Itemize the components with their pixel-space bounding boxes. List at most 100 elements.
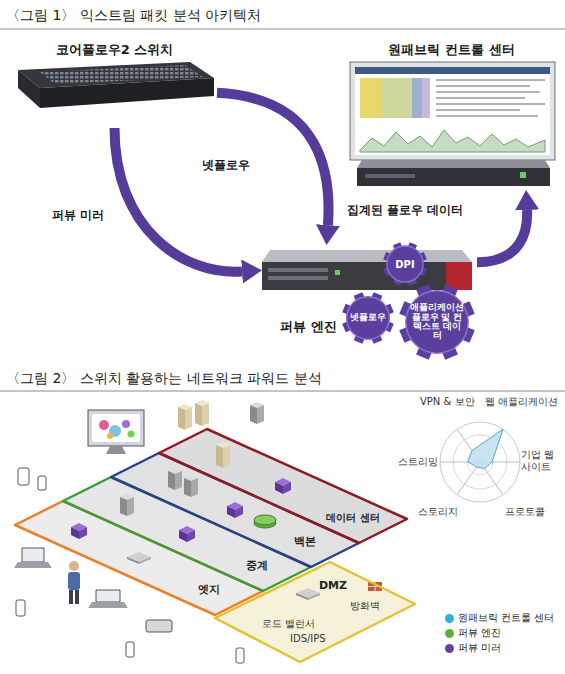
client-device <box>22 548 44 562</box>
engine-server <box>262 250 472 290</box>
legend-text: 퍼뷰 미러 <box>458 642 501 654</box>
figure-title: 〈그림 2〉 스위치 활용하는 네트워크 파워드 분석 <box>6 369 322 387</box>
label-anchor: IDS/IPS <box>290 633 326 645</box>
device-node: 원패브릭 컨트롤 센터 <box>345 40 558 190</box>
label-anchor: VPN & 보안 <box>420 396 475 408</box>
heading-rule <box>0 391 565 392</box>
label-anchor: 스토리지 <box>418 506 458 518</box>
control-center-screen <box>436 115 538 117</box>
control-center-server <box>357 160 550 168</box>
zone-label: 백본 <box>294 535 316 548</box>
device-node: 코어플로우2 스위치 <box>12 40 217 128</box>
switch-device <box>40 78 214 108</box>
legend-text: 퍼뷰 엔진 <box>458 627 501 639</box>
label-anchor: 스트리밍 <box>398 456 438 468</box>
gear-node: 넷플로우 <box>342 292 394 344</box>
network-device <box>168 468 182 490</box>
network-floor <box>215 562 415 662</box>
gear-node: 애플리케이션 플로우 및 컨텍스트 데이터 <box>399 284 475 360</box>
control-center-screen <box>355 67 550 74</box>
radar-label: 스토리지 <box>418 506 458 518</box>
switch-device <box>18 62 214 108</box>
gear-label: DPI <box>395 259 414 270</box>
client-device <box>69 561 79 571</box>
gear-node: DPI <box>383 242 427 286</box>
network-device <box>71 523 87 539</box>
engine-disk <box>254 515 276 528</box>
control-center-screen <box>360 130 545 152</box>
client-device <box>16 600 25 616</box>
gear-body <box>406 291 468 353</box>
gear-label: 애플리케이션 플로우 및 컨텍스트 데이터 <box>409 303 465 340</box>
zone-outline <box>15 501 263 615</box>
radar-chart <box>440 429 520 495</box>
legend-swatch <box>445 629 454 638</box>
network-device <box>296 588 320 600</box>
control-center-server <box>357 168 550 186</box>
zone-outline <box>63 477 311 591</box>
monitor-icon <box>107 433 113 439</box>
network-device <box>120 494 134 516</box>
control-center-server <box>357 160 550 186</box>
edge-label: 넷플로우 <box>200 158 252 173</box>
label-anchor: 방화벽 <box>350 600 380 612</box>
zone-outline <box>111 453 359 567</box>
device-label: 로드 밸런서 <box>262 618 315 630</box>
monitor-icon <box>88 410 144 446</box>
control-center-screen <box>436 103 545 105</box>
control-center-screen <box>436 79 545 81</box>
control-center-screen <box>436 85 530 87</box>
client-device <box>146 620 172 632</box>
zone-label: 중계 <box>246 559 268 572</box>
network-zone: 중계 <box>63 477 311 591</box>
engine-disk <box>254 515 276 525</box>
label-anchor: 로드 밸런서 <box>262 618 315 630</box>
legend-swatch <box>445 644 454 653</box>
control-center-server <box>365 174 415 178</box>
legend-row: 퍼뷰 미러 <box>445 642 501 654</box>
label-anchor: 〈그림 2〉 스위치 활용하는 네트워크 파워드 분석 <box>6 369 322 387</box>
switch-device <box>18 70 40 108</box>
network-device <box>71 400 320 600</box>
network-device <box>275 478 291 494</box>
control-center-screen <box>350 62 555 160</box>
radar-label: 스트리밍 <box>398 456 438 468</box>
network-device <box>250 402 264 424</box>
radar-chart <box>440 422 520 502</box>
legend-text: 원패브릭 컨트롤 센터 <box>458 612 554 624</box>
control-center-screen <box>412 78 422 118</box>
engine-server <box>268 276 328 280</box>
zone-outline <box>63 477 311 591</box>
network-floor <box>15 429 415 662</box>
control-center-screen <box>422 78 430 118</box>
control-center-screen <box>436 97 525 99</box>
zone-label: DMZ <box>319 579 347 592</box>
edge-label: 집계된 플로우 데이터 <box>345 203 465 218</box>
engine-server <box>262 250 472 262</box>
legend-swatch <box>445 614 454 623</box>
zone-outline <box>215 562 415 662</box>
radar-label: VPN & 보안 <box>420 396 475 408</box>
radar-label: 기업 웹사이트 <box>521 449 563 473</box>
network-device <box>127 552 151 564</box>
device-label: 방화벽 <box>350 600 380 612</box>
client-device <box>38 476 46 490</box>
edge-label: 퍼뷰 미러 <box>50 208 106 223</box>
label-anchor: 기업 웹사이트 <box>521 449 563 473</box>
zone-outline <box>159 429 407 543</box>
control-center-server <box>520 172 526 178</box>
network-device <box>216 442 230 468</box>
label-anchor: 〈그림 1〉 익스트림 패킷 분석 아키텍처 <box>6 6 261 24</box>
control-center-screen <box>360 78 382 118</box>
figure-title: 〈그림 1〉 익스트림 패킷 분석 아키텍처 <box>6 6 261 24</box>
label-anchor: 퍼뷰 미러 <box>50 208 106 223</box>
network-zone: 데이터 센터 <box>159 429 407 543</box>
zone-outline <box>159 429 407 543</box>
network-device <box>178 404 192 430</box>
heading-rule <box>0 29 565 391</box>
client-device <box>68 572 80 590</box>
zone-outline <box>15 501 263 615</box>
label-anchor: 웹 애플리케이션 <box>485 396 558 408</box>
